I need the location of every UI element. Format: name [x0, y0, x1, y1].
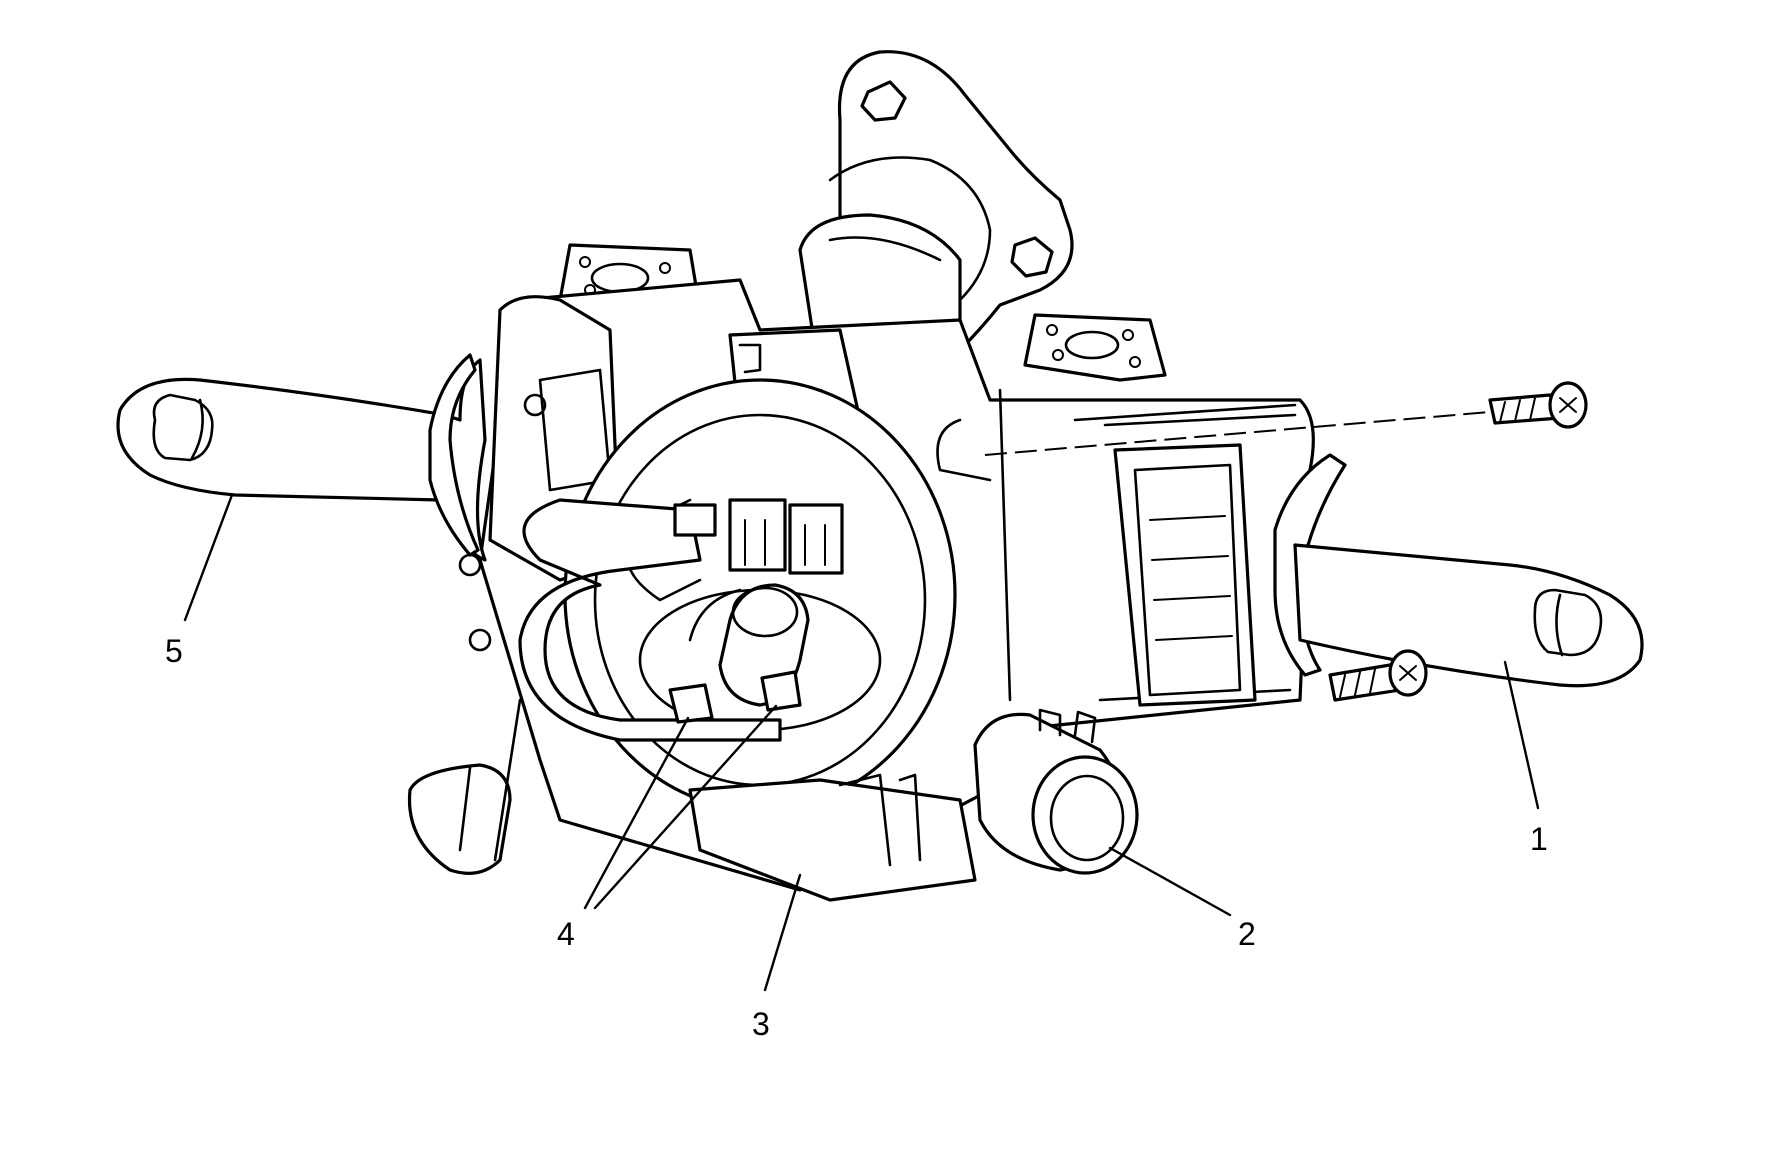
screw-upper [1488, 381, 1588, 429]
callout-label-2: 2 [1238, 916, 1256, 952]
lower-left-lever [407, 698, 522, 875]
ignition-lock-housing [973, 708, 1139, 875]
callout-label-3: 3 [752, 1006, 770, 1042]
callout-line-3 [763, 873, 802, 992]
right-multifunction-lever [1273, 453, 1644, 688]
wire-clip-left [668, 683, 714, 724]
right-bracket-plate [1023, 313, 1167, 382]
callout-line-4a [583, 716, 690, 910]
lower-housing [688, 773, 977, 902]
callout-label-5: 5 [165, 633, 183, 669]
left-multifunction-lever [116, 353, 487, 562]
callout-line-4b [593, 704, 778, 910]
callout-line-5 [183, 493, 234, 622]
screw-lower [1328, 649, 1428, 702]
callout-line-1 [1503, 660, 1540, 810]
housing-rail [1073, 403, 1297, 422]
bracket-bolt-top [860, 80, 907, 122]
wire-clip-right [760, 670, 802, 712]
coil-connectors [673, 498, 844, 575]
screw-alignment-line [984, 411, 1491, 456]
bracket-bolt-right [1010, 236, 1054, 278]
callout-line-2 [1108, 846, 1232, 917]
right-switch-module [1113, 443, 1257, 707]
wire-clips [668, 670, 802, 724]
callout-label-1: 1 [1530, 821, 1548, 857]
callout-label-4: 4 [557, 916, 575, 952]
